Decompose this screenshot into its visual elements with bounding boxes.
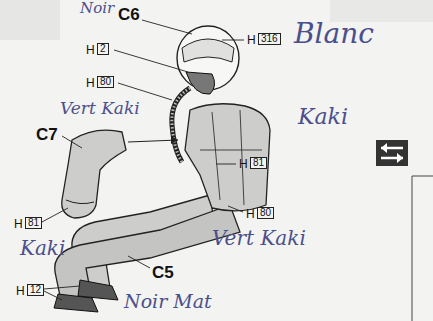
paint-prefix: H bbox=[86, 77, 95, 89]
paint-prefix: H bbox=[239, 158, 248, 170]
cuff bbox=[66, 200, 94, 204]
paint-prefix: H bbox=[16, 285, 25, 297]
leg-part bbox=[55, 205, 240, 300]
swap-arrows bbox=[381, 143, 403, 163]
handwritten-note: Kaki bbox=[298, 106, 348, 128]
boot bbox=[54, 294, 98, 312]
oxygen-hose bbox=[172, 88, 190, 162]
part-number: C6 bbox=[118, 6, 140, 23]
assembly-arrow bbox=[128, 140, 178, 142]
faded-background bbox=[330, 0, 433, 22]
paint-number: 2 bbox=[97, 43, 109, 55]
oxygen-hose bbox=[172, 88, 190, 162]
paint-number: 80 bbox=[97, 76, 114, 88]
handwritten-note: Noir Mat bbox=[124, 292, 212, 311]
paint-number: 80 bbox=[257, 207, 274, 219]
part-number: C5 bbox=[152, 264, 174, 281]
panel-border bbox=[412, 176, 433, 321]
handwritten-note: Blanc bbox=[294, 20, 374, 48]
handwritten-note: Vert Kaki bbox=[60, 100, 140, 117]
swap-icon bbox=[376, 140, 408, 166]
handwritten-note: Noir bbox=[80, 1, 114, 16]
paint-number: 81 bbox=[250, 157, 267, 169]
handwritten-note: Vert Kaki bbox=[212, 228, 306, 248]
paint-prefix: H bbox=[14, 218, 23, 230]
visor bbox=[182, 39, 234, 62]
handwritten-note: Kaki bbox=[20, 238, 65, 258]
oxygen-mask bbox=[186, 72, 215, 94]
faded-background bbox=[0, 0, 60, 40]
leader-lines bbox=[42, 20, 244, 300]
paint-number: 12 bbox=[27, 284, 44, 296]
paint-prefix: H bbox=[247, 34, 256, 46]
paint-number: 81 bbox=[25, 217, 42, 229]
arm-part bbox=[62, 130, 126, 218]
paint-prefix: H bbox=[246, 208, 255, 220]
torso-part bbox=[185, 104, 270, 211]
paint-number: 316 bbox=[258, 33, 281, 45]
paint-prefix: H bbox=[86, 44, 95, 56]
arrow-head bbox=[171, 136, 178, 144]
part-number: C7 bbox=[36, 126, 58, 143]
